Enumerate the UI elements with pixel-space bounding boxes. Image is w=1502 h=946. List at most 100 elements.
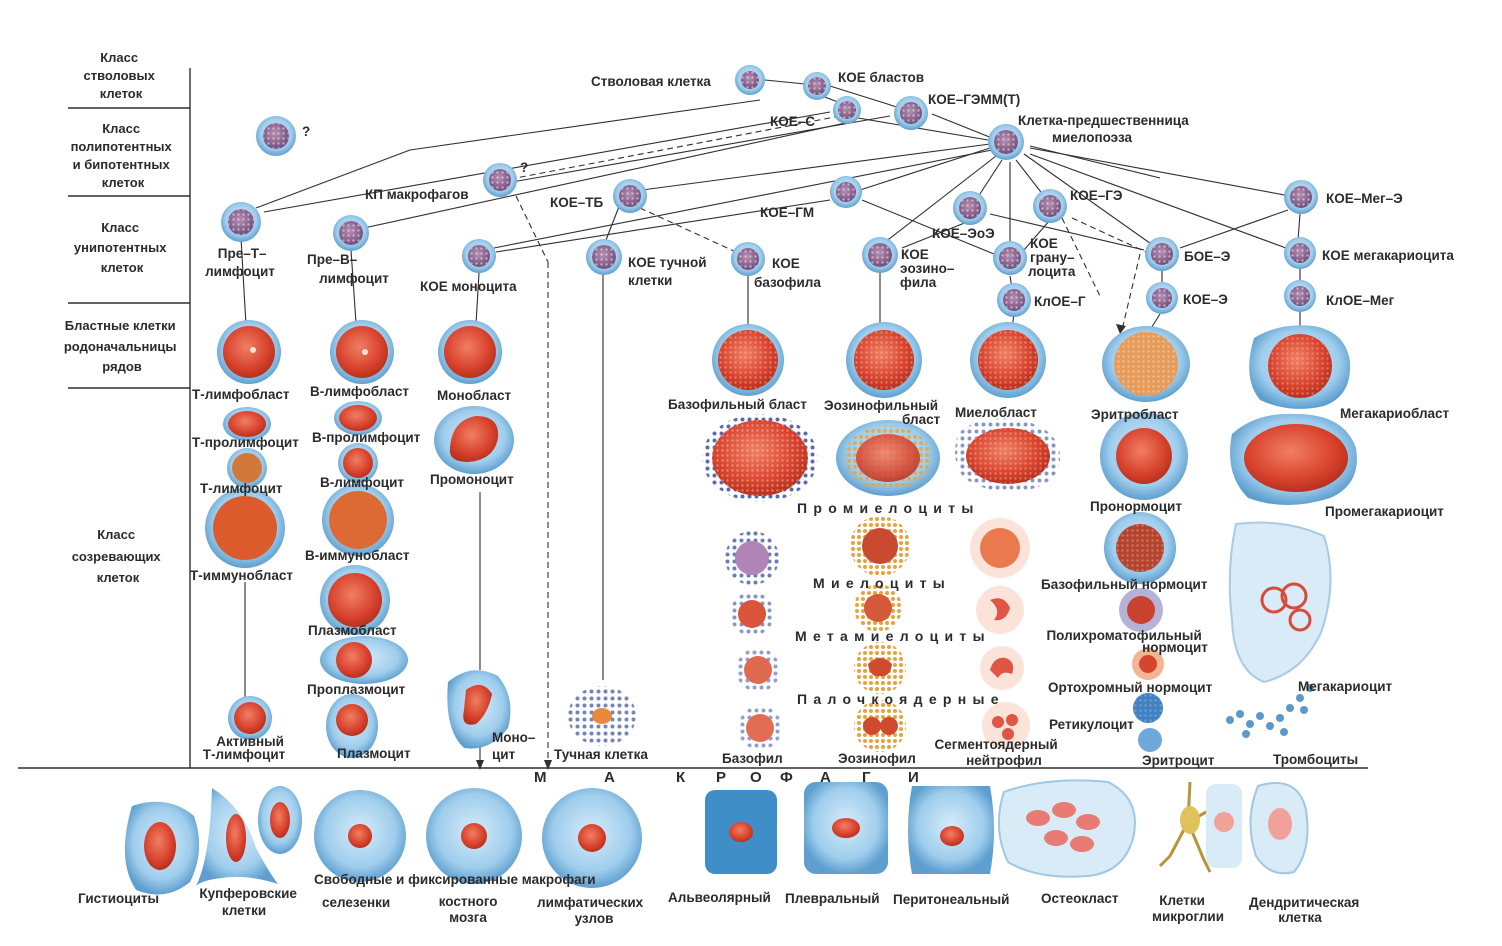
cfu-gran-label: КОЕ грану– лоцита bbox=[1028, 236, 1078, 279]
cfu-tb-cell bbox=[613, 179, 647, 213]
b-lymphoblast-label: В-лимфобласт bbox=[310, 384, 409, 399]
active-t-cell bbox=[228, 696, 272, 740]
stem-cell bbox=[735, 65, 765, 95]
lymph-node-macrophage-cell bbox=[542, 788, 642, 888]
cfu-mast-cell bbox=[586, 239, 622, 275]
segmented-neutrophil-cell bbox=[982, 702, 1030, 750]
thrombocytes-label: Тромбоциты bbox=[1273, 752, 1358, 767]
maturing-labels: Т-пролимфоцит В-пролимфоцит Т-лимфоцит В… bbox=[190, 430, 1444, 768]
myelo-precursor-label: Клетка-предшественница миелопоэза bbox=[1018, 113, 1193, 145]
pre-b-label: Пре–В– лимфоцит bbox=[307, 252, 389, 286]
megakaryoblast-cell bbox=[1249, 325, 1351, 409]
svg-text:И: И bbox=[908, 769, 919, 786]
cfu-baso-label: КОЕ базофила bbox=[754, 256, 821, 290]
monocyte-cell bbox=[447, 670, 511, 749]
polychrom-normocyte-cell bbox=[1119, 588, 1163, 632]
erythrocyte-label: Эритроцит bbox=[1142, 753, 1215, 768]
svg-text:Г: Г bbox=[862, 769, 871, 786]
pleural-macrophage-cell bbox=[804, 782, 888, 874]
cfu-s-label: КОЕ–С bbox=[770, 114, 815, 129]
dendritic-label: Дендритическая клетка bbox=[1249, 895, 1363, 925]
neutrophil-band-cell bbox=[980, 646, 1024, 690]
proplasmocyte-cell bbox=[320, 636, 408, 684]
eosinophil-blast-cell bbox=[846, 322, 922, 398]
b-prolymphocyte-label: В-пролимфоцит bbox=[312, 430, 421, 445]
pronormocyte-label: Пронормоцит bbox=[1090, 499, 1182, 514]
macrophage-cells bbox=[124, 779, 1309, 895]
cfu-meg-e-label: КОЕ–Мег–Э bbox=[1326, 191, 1403, 206]
cfu-gemm-cell bbox=[894, 96, 928, 130]
svg-text:А: А bbox=[604, 769, 615, 786]
b-lymphocyte-cell bbox=[338, 443, 378, 483]
osteoclast-label: Остеокласт bbox=[1041, 891, 1119, 906]
plasmoblast-cell bbox=[320, 565, 390, 635]
kp-macro-cell bbox=[483, 163, 517, 197]
myelo-precursor-cell bbox=[988, 124, 1024, 160]
cfu-eoe-cell bbox=[953, 191, 987, 225]
neutrophil-promyelocyte-cell bbox=[955, 418, 1061, 492]
neutrophil-myelocyte-cell bbox=[970, 518, 1030, 578]
clfu-meg-label: КлОЕ–Мег bbox=[1326, 293, 1395, 308]
bone-marrow-macrophage-cell bbox=[426, 788, 522, 884]
eosinophil-cell bbox=[854, 700, 906, 752]
cfu-megakar-cell bbox=[1284, 237, 1316, 269]
pronormocyte-cell bbox=[1100, 412, 1188, 500]
t-prolymphocyte-label: Т-пролимфоцит bbox=[192, 435, 299, 450]
cfu-eos-label: КОЕ эозино– фила bbox=[900, 247, 958, 290]
t-lymphocyte-label: Т-лимфоцит bbox=[200, 481, 283, 496]
lineage-lines bbox=[240, 79, 1301, 770]
kupffer-cell-b bbox=[258, 786, 302, 854]
promegakaryocyte-label: Промегакариоцит bbox=[1325, 504, 1444, 519]
monoblast-label: Монобласт bbox=[437, 388, 511, 403]
class-frame bbox=[18, 68, 1368, 769]
spleen-label: селезенки bbox=[322, 895, 390, 910]
lymph-nodes-label: лимфатических узлов bbox=[537, 895, 647, 926]
basophil-cell bbox=[738, 706, 782, 750]
cfu-gm-label: КОЕ–ГМ bbox=[760, 205, 814, 220]
blast-class-label: Бластные клетки родоначальницы рядов bbox=[64, 318, 180, 374]
cfu-gm-cell bbox=[830, 176, 862, 208]
cfu-mono-label: КОЕ моноцита bbox=[420, 279, 517, 294]
erythroblast-label: Эритробласт bbox=[1091, 407, 1179, 422]
baso-normocyte-label: Базофильный нормоцит bbox=[1041, 577, 1208, 592]
megakaryocyte-cell bbox=[1228, 521, 1332, 684]
monoblast-cell bbox=[438, 320, 502, 384]
t-immunoblast-cell bbox=[205, 488, 285, 568]
t-immunoblast-label: Т-иммунобласт bbox=[190, 568, 293, 583]
thrombocytes-cells bbox=[1226, 684, 1314, 738]
proplasmocyte-label: Проплазмоцит bbox=[307, 682, 406, 697]
plasmocyte-cell bbox=[326, 694, 378, 758]
basophil-myelocyte-cell bbox=[725, 531, 779, 585]
promonocyte-cell bbox=[434, 406, 514, 474]
eosinophil-myelocyte-cell bbox=[850, 516, 910, 576]
b-prolymphocyte-cell bbox=[334, 401, 382, 435]
eosinophil-band-cell bbox=[854, 642, 906, 694]
myelocytes-label: Миелоциты bbox=[813, 575, 951, 591]
orthochrom-normocyte-label: Ортохромный нормоцит bbox=[1048, 680, 1213, 695]
peritoneal-macrophage-cell bbox=[908, 786, 994, 874]
basophil-label: Базофил bbox=[722, 751, 783, 766]
cfu-blast-label: КОЕ бластов bbox=[838, 70, 924, 85]
orthochrom-normocyte-cell bbox=[1132, 648, 1164, 680]
polychrom-normocyte-label: Полихроматофильный нормоцит bbox=[1046, 628, 1208, 655]
macrophage-labels: М А К Р О Ф А Г И Гистиоциты Купферовски… bbox=[78, 769, 1363, 926]
unipotent-class-label: Класс унипотентных клеток bbox=[74, 220, 170, 275]
segmented-label: Сегментоядерный нейтрофил bbox=[935, 737, 1062, 768]
microglia-cell bbox=[1158, 781, 1212, 873]
polypotent-class-label: Класс полипотентных и бипотентных клеток bbox=[71, 121, 176, 190]
unknown-cell bbox=[256, 116, 296, 156]
blast-labels: Т-лимфобласт В-лимфобласт Монобласт Базо… bbox=[192, 384, 1450, 427]
active-t-label: Активный Т-лимфоцит bbox=[203, 734, 288, 762]
t-lymphoblast-label: Т-лимфобласт bbox=[192, 387, 290, 402]
metamyelocytes-label: Метамиелоциты bbox=[795, 628, 991, 644]
b-lymphoblast-cell bbox=[330, 320, 394, 384]
cfu-mast-label: КОЕ тучной клетки bbox=[628, 255, 710, 288]
progenitor-labels: Стволовая клетка КОЕ бластов КОЕ–ГЭММ(Т)… bbox=[205, 70, 1454, 309]
t-lymphoblast-cell bbox=[217, 320, 281, 384]
histiocyte-cell bbox=[124, 801, 200, 895]
plasmocyte-label: Плазмоцит bbox=[337, 746, 411, 761]
cfu-s-cell bbox=[833, 96, 861, 124]
t-lymphocyte-cell bbox=[227, 448, 267, 488]
erythrocyte-cell bbox=[1138, 728, 1162, 752]
